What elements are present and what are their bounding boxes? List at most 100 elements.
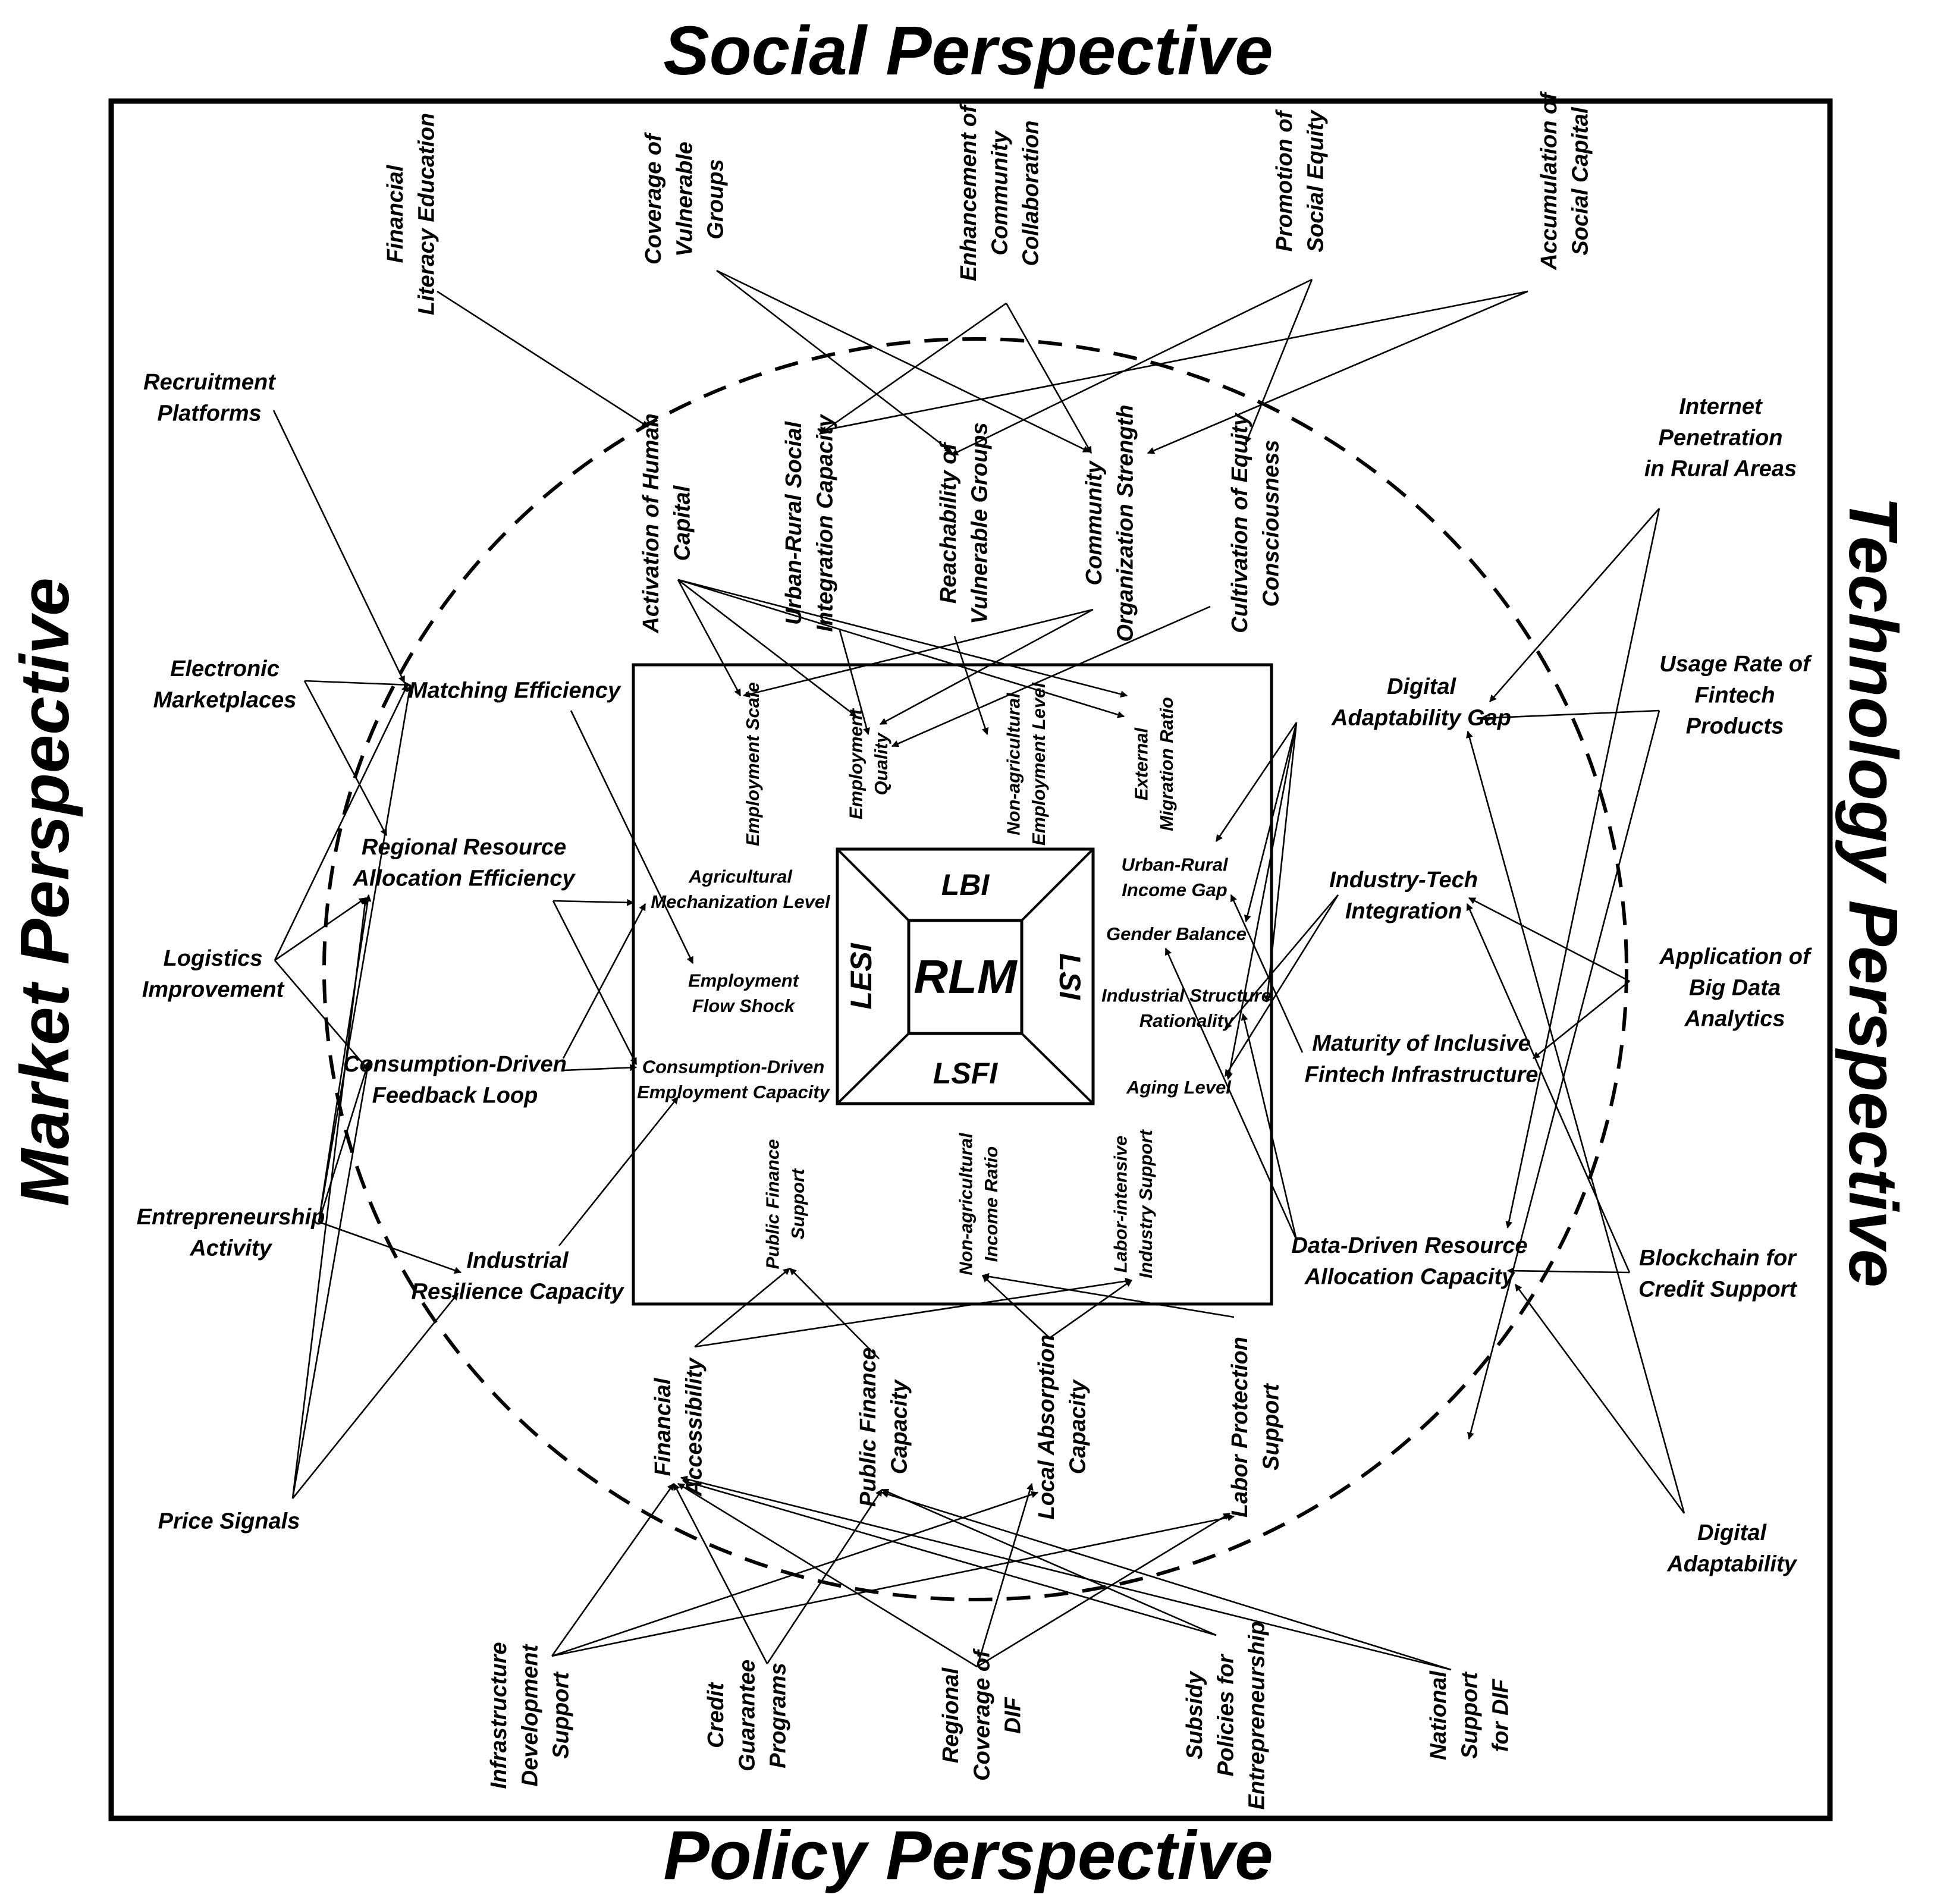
node-emarket-line: Electronic bbox=[170, 656, 280, 681]
node-ext-mig-line: Migration Ratio bbox=[1156, 697, 1177, 831]
node-pfc-line: Public Finance bbox=[856, 1347, 881, 1507]
node-credit-line: Programs bbox=[766, 1663, 791, 1768]
node-cult-eq-line: Cultivation of Equity bbox=[1228, 412, 1252, 633]
node-gender: Gender Balance bbox=[1106, 923, 1247, 944]
node-cdec-line: Employment Capacity bbox=[637, 1082, 831, 1102]
node-ur-int-line: Urban-Rural Social bbox=[781, 421, 806, 626]
node-pfs-line: Public Finance bbox=[762, 1139, 783, 1270]
causal-arrow bbox=[819, 302, 1007, 435]
causal-arrow bbox=[1533, 980, 1630, 1060]
perspective-title-policy: Policy Perspective bbox=[663, 1817, 1273, 1894]
causal-arrow bbox=[304, 680, 412, 689]
node-efs-line: Flow Shock bbox=[692, 995, 796, 1016]
node-ddrac-line: Data-Driven Resource bbox=[1291, 1233, 1527, 1258]
causal-arrow bbox=[891, 605, 1211, 747]
core-center-label: RLM bbox=[913, 950, 1018, 1003]
node-nonag-emp-line: Employment Level bbox=[1028, 682, 1049, 846]
causal-arrow bbox=[1224, 894, 1339, 1077]
node-nonag-emp-line: Non-agricultural bbox=[1003, 692, 1024, 835]
node-acc-soc-line: Accumulation of bbox=[1537, 91, 1562, 271]
causal-arrow bbox=[303, 680, 388, 837]
node-ind-res-line: Industrial bbox=[466, 1248, 569, 1273]
causal-arrow bbox=[1226, 722, 1298, 1080]
causal-arrow bbox=[551, 1491, 1039, 1657]
node-rrae-line: Allocation Efficiency bbox=[352, 866, 576, 891]
node-aging: Aging Level bbox=[1126, 1077, 1232, 1098]
causal-arrow bbox=[1215, 722, 1298, 842]
causal-arrow bbox=[318, 684, 413, 1223]
causal-arrow bbox=[318, 894, 372, 1223]
node-pfs-line: Support bbox=[787, 1168, 808, 1239]
causal-arrow bbox=[1147, 290, 1528, 454]
node-bigdata-line: Application of bbox=[1659, 944, 1812, 969]
node-lac-line: Capacity bbox=[1066, 1379, 1091, 1474]
causal-arrow bbox=[677, 579, 857, 718]
node-regcov-line: Coverage of bbox=[969, 1648, 994, 1781]
causal-arrow bbox=[977, 1512, 1231, 1668]
causal-arrow bbox=[682, 1479, 1217, 1636]
causal-arrow bbox=[552, 898, 635, 906]
node-subsidy-line: Subsidy bbox=[1182, 1670, 1207, 1760]
node-reach-line: Reachability of bbox=[936, 441, 961, 604]
causal-arrow bbox=[673, 1482, 768, 1664]
node-lis-line: Labor-intensive bbox=[1110, 1136, 1131, 1273]
node-emarket-line: Marketplaces bbox=[153, 688, 297, 713]
node-price: Price Signals bbox=[158, 1509, 300, 1534]
node-natsup-line: Support bbox=[1457, 1672, 1482, 1759]
causal-arrows bbox=[272, 269, 1685, 1671]
causal-arrow bbox=[563, 1064, 638, 1072]
node-cdfl-line: Feedback Loop bbox=[372, 1083, 538, 1108]
node-emp-qual-line: Employment bbox=[846, 708, 867, 819]
node-prom-eq-line: Social Equity bbox=[1304, 109, 1329, 252]
node-gender-line: Gender Balance bbox=[1106, 923, 1247, 944]
node-entre-line: Activity bbox=[189, 1236, 272, 1261]
causal-arrow bbox=[950, 278, 1313, 456]
causal-arrow bbox=[1466, 903, 1631, 1273]
node-bigdata-line: Analytics bbox=[1684, 1007, 1785, 1032]
causal-arrow bbox=[716, 269, 1091, 453]
causal-arrow bbox=[789, 1268, 880, 1359]
causal-arrow bbox=[1005, 303, 1092, 454]
causal-arrow bbox=[437, 290, 649, 428]
causal-arrow bbox=[274, 960, 369, 1071]
node-fintech-use-line: Usage Rate of bbox=[1659, 652, 1812, 677]
node-act-hc-line: Capital bbox=[670, 485, 695, 561]
node-logistics-line: Logistics bbox=[164, 946, 263, 971]
node-natsup-line: National bbox=[1426, 1670, 1451, 1760]
causal-arrow bbox=[1244, 722, 1298, 923]
causal-arrow bbox=[562, 903, 646, 1059]
node-dag-line: Adaptability Gap bbox=[1331, 706, 1511, 731]
node-infra-line: Infrastructure bbox=[486, 1642, 511, 1789]
causal-arrow bbox=[291, 897, 369, 1499]
node-reach: Reachability of Vulnerable Groups bbox=[936, 422, 992, 624]
node-matching-line: Matching Efficiency bbox=[409, 678, 621, 703]
perspective-title-social: Social Perspective bbox=[663, 12, 1273, 89]
causal-arrow bbox=[881, 1491, 1452, 1671]
node-fin-lit-line: Literacy Education bbox=[415, 113, 439, 315]
node-isr-line: Rationality bbox=[1139, 1010, 1235, 1031]
core-left-label: LESI bbox=[845, 942, 878, 1009]
causal-arrow bbox=[1514, 1284, 1685, 1514]
node-reach-line: Vulnerable Groups bbox=[968, 422, 993, 624]
core-top-label: LBI bbox=[941, 868, 990, 901]
node-dig-adapt-line: Adaptability bbox=[1666, 1552, 1797, 1577]
node-ddrac-line: Allocation Capacity bbox=[1304, 1265, 1515, 1290]
causal-arrow bbox=[766, 1488, 883, 1664]
causal-arrow bbox=[318, 1060, 371, 1223]
node-dag-line: Digital bbox=[1387, 674, 1457, 699]
node-lis-line: Industry Support bbox=[1135, 1129, 1156, 1278]
